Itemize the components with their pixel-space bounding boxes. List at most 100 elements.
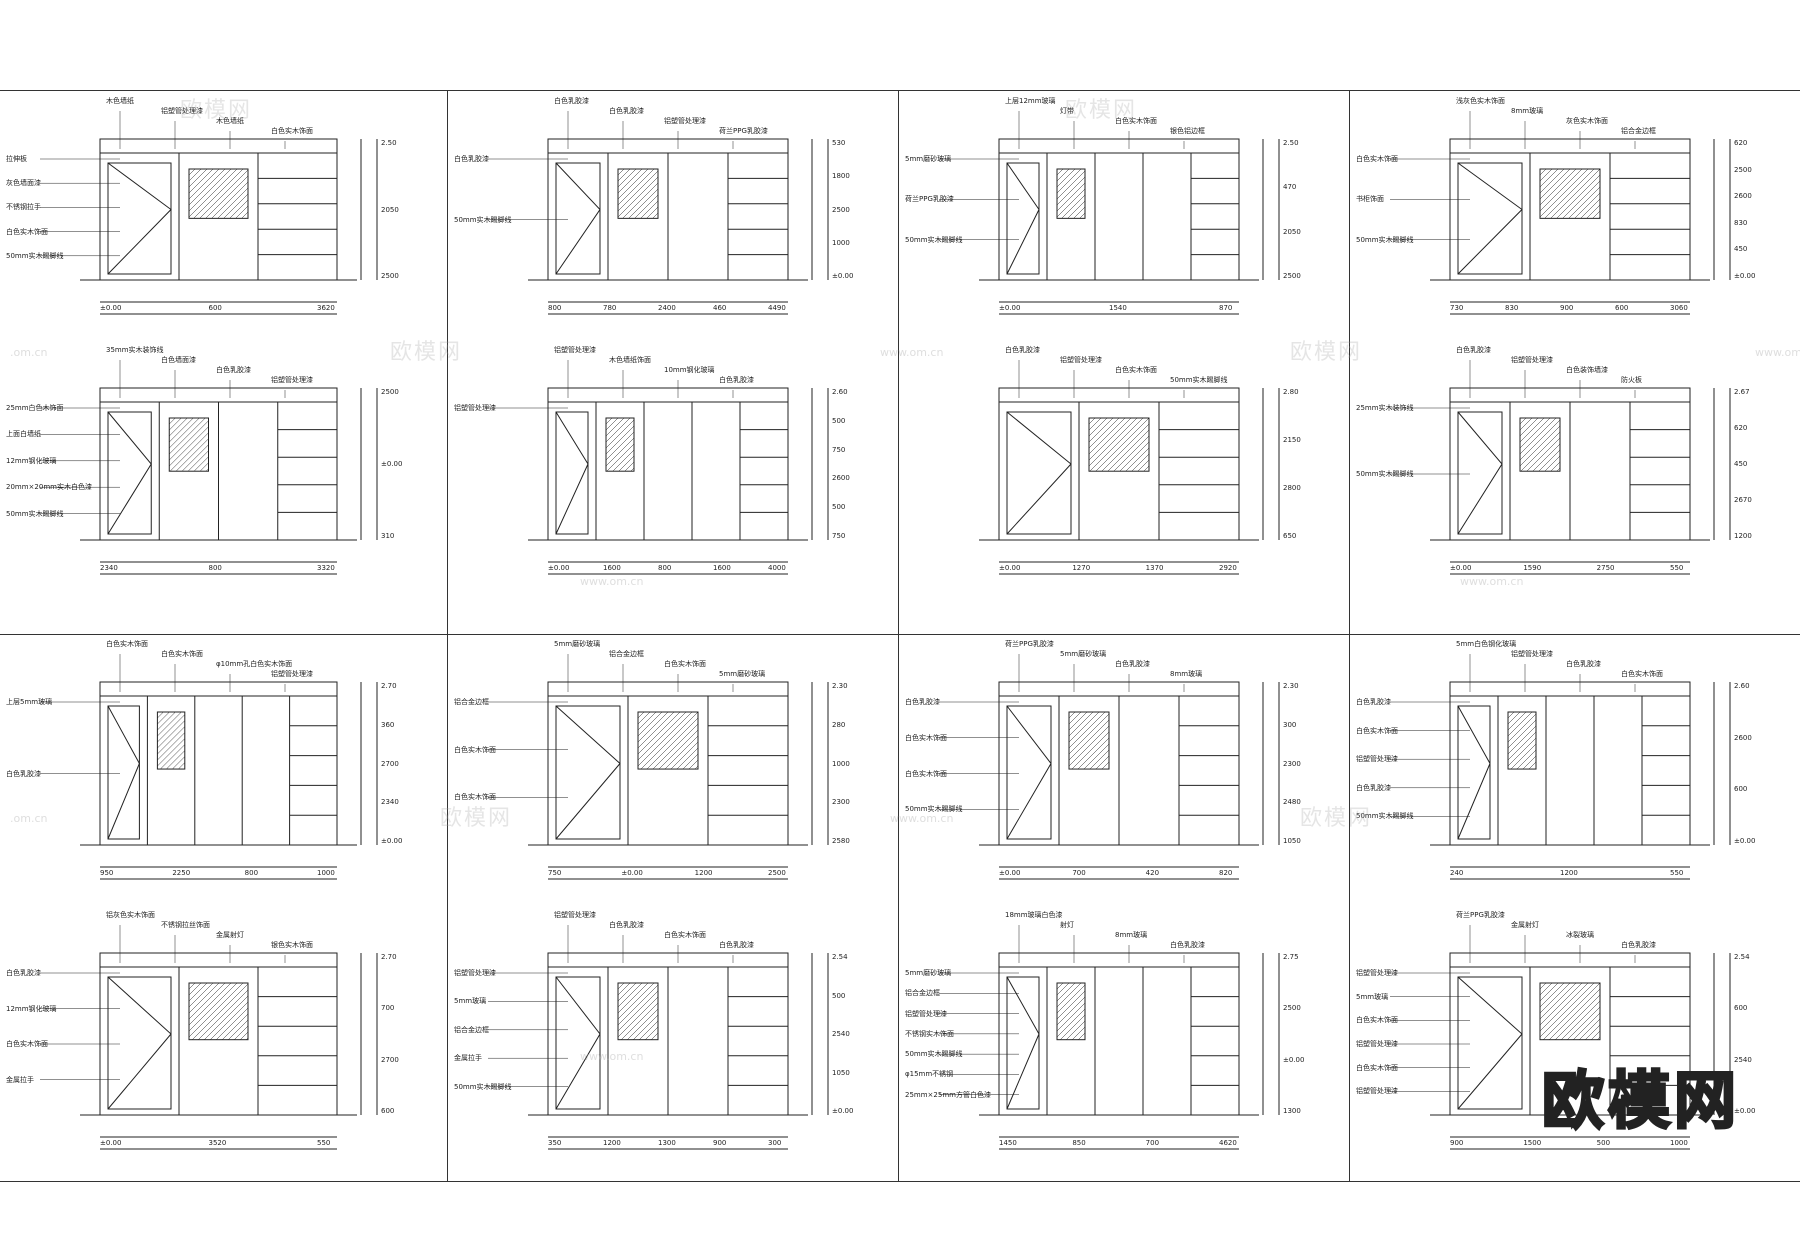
dimension-text: 700 <box>381 1004 395 1013</box>
material-callout: 白色实木饰面 <box>1621 670 1663 678</box>
material-callout: 荷兰PPG乳胶漆 <box>1456 911 1505 919</box>
material-callout: 50mm实木踢脚线 <box>905 235 963 244</box>
material-callout: 12mm钢化玻璃 <box>6 1004 57 1013</box>
material-callout: 5mm磨砂玻璃 <box>554 640 601 648</box>
material-callout: 白色乳胶漆 <box>216 366 251 374</box>
material-callout: 铝塑管处理漆 <box>1511 356 1553 364</box>
material-callout: 银色铝边框 <box>1170 127 1205 135</box>
panel-divider <box>0 634 1800 635</box>
dimension-text: 360 <box>381 720 395 729</box>
elevation-drawing <box>1390 654 1731 880</box>
material-callout: 白色乳胶漆 <box>1621 941 1656 949</box>
dimension-text: 2600 <box>832 474 850 483</box>
dimension-text: 2700 <box>381 759 399 768</box>
elevation-drawing <box>979 360 1280 575</box>
panel-divider <box>1349 91 1350 1181</box>
dimension-text: 2.67 <box>1734 388 1750 396</box>
material-callout: 铝合金边框 <box>454 698 489 706</box>
material-callout: 白色实木饰面 <box>1115 366 1157 374</box>
dimension-text: 460 <box>713 304 727 312</box>
dimension-text: 2.60 <box>1734 682 1750 690</box>
material-callout: 白色实木饰面 <box>1356 155 1398 163</box>
dimension-text: 2300 <box>1283 759 1301 768</box>
material-callout: 灯带 <box>1060 107 1074 115</box>
dimension-text: 2.30 <box>832 682 848 690</box>
dimension-text: 2250 <box>172 869 191 877</box>
material-callout: 浅灰色实木饰面 <box>1456 97 1505 105</box>
dimension-text: 750 <box>548 869 562 877</box>
material-callout: 白色实木饰面 <box>106 640 148 648</box>
elevation-drawing <box>1390 111 1731 315</box>
material-callout: 白色实木饰面 <box>1356 1016 1398 1025</box>
dimension-text: 600 <box>208 304 222 312</box>
dimension-text: 600 <box>1615 304 1629 312</box>
material-callout: 25mm×25mm方管白色漆 <box>905 1090 991 1099</box>
dimension-text: 850 <box>1072 1139 1086 1147</box>
dimension-text: 750 <box>832 532 846 540</box>
material-callout: 冰裂玻璃 <box>1566 931 1594 939</box>
dimension-text: ±0.00 <box>1734 272 1756 280</box>
dimension-text: 2.54 <box>1734 953 1750 961</box>
material-callout: 不锈钢拉手 <box>6 203 41 212</box>
dimension-text: 900 <box>1450 1139 1464 1147</box>
dimension-text: 2150 <box>1283 436 1301 444</box>
drawing-sheet <box>0 90 1800 1182</box>
material-callout: 铝塑管处理漆 <box>664 117 706 125</box>
material-callout: 铝合金边框 <box>905 989 940 998</box>
dimension-text: 800 <box>208 564 222 572</box>
dimension-text: 2670 <box>1734 496 1752 504</box>
dimension-text: 2500 <box>381 272 399 280</box>
dimension-text: 2.54 <box>832 953 848 961</box>
material-callout: 白色乳胶漆 <box>6 969 41 977</box>
dimension-text: 3060 <box>1670 304 1688 312</box>
material-callout: 5mm磨砂玻璃 <box>1060 650 1107 658</box>
dimension-text: 900 <box>1560 304 1574 312</box>
dimension-text: 1050 <box>1283 837 1301 845</box>
material-callout: 50mm实木踢脚线 <box>905 805 963 814</box>
material-callout: 白色实木饰面 <box>6 227 48 236</box>
material-callout: 白色实木饰面 <box>664 660 706 668</box>
material-callout: 上层5mm玻璃 <box>6 698 53 706</box>
material-callout: 5mm玻璃 <box>454 997 487 1006</box>
dimension-text: ±0.00 <box>100 1139 122 1147</box>
dimension-text: 600 <box>1734 785 1748 794</box>
material-callout: 50mm实木踢脚线 <box>6 251 64 260</box>
material-callout: 8mm玻璃 <box>1511 107 1544 115</box>
material-callout: 5mm磨砂玻璃 <box>905 969 952 977</box>
dimension-text: 500 <box>1596 1139 1611 1147</box>
material-callout: 白色实木饰面 <box>905 769 947 778</box>
elevation-drawing <box>939 654 1280 880</box>
dimension-text: ±0.00 <box>1283 1055 1305 1064</box>
dimension-text: 2.75 <box>1283 953 1299 961</box>
material-callout: 白色实木饰面 <box>905 733 947 742</box>
material-callout: 25mm实木装饰线 <box>1356 404 1414 412</box>
material-callout: 铝塑管处理漆 <box>271 670 313 678</box>
dimension-text: 2540 <box>832 1030 850 1038</box>
dimension-text: 2.80 <box>1283 388 1299 396</box>
dimension-text: ±0.00 <box>832 1107 854 1115</box>
material-callout: 白色乳胶漆 <box>609 107 644 115</box>
dimension-text: 2.60 <box>832 388 848 396</box>
dimension-text: 1590 <box>1523 564 1542 572</box>
material-callout: 铝塑管处理漆 <box>1356 969 1398 977</box>
dimension-text: 1200 <box>1560 869 1578 877</box>
material-callout: 白色乳胶漆 <box>719 376 754 384</box>
dimension-text: 500 <box>832 503 846 512</box>
material-callout: 50mm实木踢脚线 <box>905 1050 963 1059</box>
material-callout: 5mm玻璃 <box>1356 992 1389 1001</box>
material-callout: 白色实木饰面 <box>454 745 496 754</box>
dimension-text: 800 <box>244 869 259 877</box>
dimension-text: 550 <box>1670 564 1684 572</box>
material-callout: 白色乳胶漆 <box>454 155 489 163</box>
material-callout: 荷兰PPG乳胶漆 <box>719 127 768 135</box>
dimension-text: 2800 <box>1283 484 1301 492</box>
material-callout: 灰色墙面漆 <box>6 179 41 188</box>
material-callout: 白色实木饰面 <box>1356 726 1398 735</box>
material-callout: 白色乳胶漆 <box>1005 346 1040 354</box>
material-callout: 荷兰PPG乳胶漆 <box>905 195 954 204</box>
dimension-text: 2500 <box>768 869 786 877</box>
